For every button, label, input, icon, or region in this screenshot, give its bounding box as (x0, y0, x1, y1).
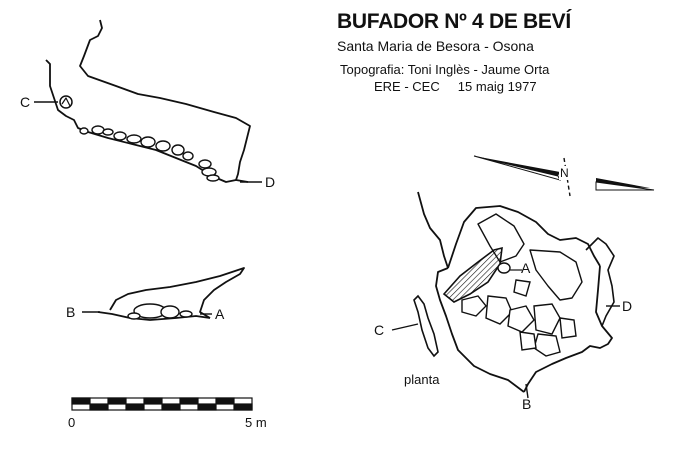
label-d-plan: D (622, 298, 633, 314)
plan-outline-right (523, 265, 613, 393)
survey-credits: Topografia: Toni Inglès - Jaume Orta (340, 62, 550, 77)
location-subtitle: Santa Maria de Besora - Osona (337, 38, 534, 54)
profile-cd-floor (87, 131, 237, 183)
entrance-marker (59, 95, 73, 109)
plan-outline-lower (435, 267, 525, 393)
scale-bar (71, 397, 253, 411)
label-b-plan: B (522, 396, 532, 412)
north-label: N (559, 166, 570, 180)
scale-end-label: 5 m (245, 415, 267, 430)
label-a-profile: A (215, 306, 225, 322)
label-b-profile: B (66, 304, 76, 320)
plan-outline-top-left (417, 191, 449, 269)
plan-outline-upper (447, 205, 601, 269)
c-passage (413, 294, 439, 358)
profile-ab-floor (97, 311, 211, 321)
page-title: BUFADOR Nº 4 DE BEVÍ (337, 10, 571, 33)
label-d-profile: D (265, 174, 276, 190)
profile-cd-upper-wall (79, 19, 251, 183)
plan-view (417, 191, 615, 393)
plan-boulders (461, 262, 577, 357)
label-c-profile: C (20, 94, 31, 110)
profile-cd-left-wall (45, 59, 89, 133)
profile-ab-boulders (127, 303, 193, 320)
plan-label: planta (404, 372, 440, 387)
club-date: ERE - CEC 15 maig 1977 (374, 79, 537, 94)
profile-ab-roof (109, 267, 245, 319)
north-arrow (473, 155, 655, 197)
profile-cd-boulders (79, 125, 220, 182)
profile-cd-section (45, 19, 251, 183)
entrance-shaft-hatch (442, 246, 503, 303)
scale-start-label: 0 (68, 415, 76, 430)
label-c-plan: C (374, 322, 385, 338)
profile-ab-section (97, 267, 245, 321)
label-a-plan: A (521, 260, 531, 276)
